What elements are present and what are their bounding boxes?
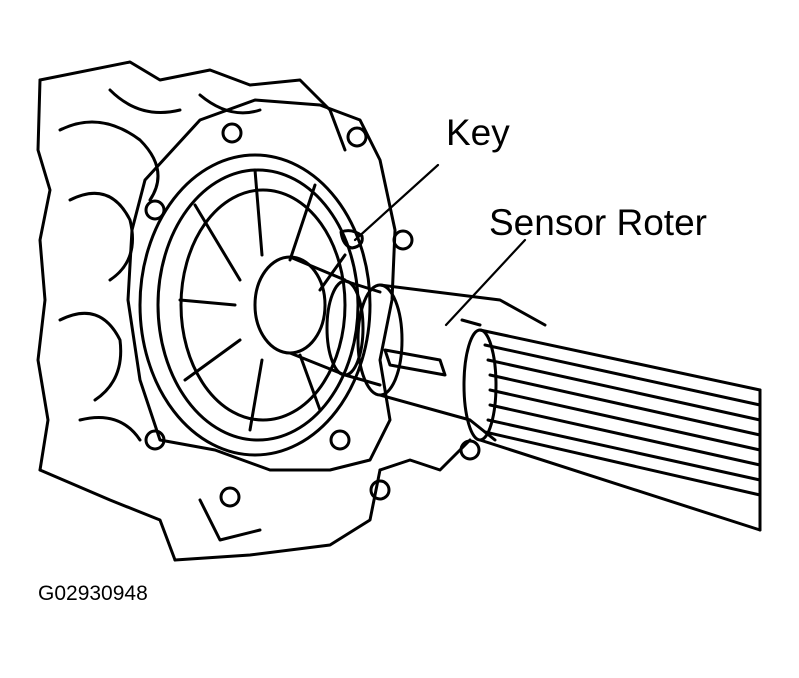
output-shaft: [253, 255, 382, 387]
sensor-roter-label: Sensor Roter: [489, 202, 707, 243]
sensor-roter-leader: [444, 238, 527, 327]
spline-shaft: [462, 328, 762, 532]
leader-lines: [353, 163, 527, 327]
retainer-rings: [138, 153, 372, 457]
flange-plate: [126, 98, 481, 508]
sensor-rotor: [356, 283, 547, 442]
key-part: [339, 229, 364, 250]
figure-code: G02930948: [38, 582, 148, 605]
key-label: Key: [446, 112, 510, 153]
key-leader: [353, 163, 440, 242]
transmission-case: [36, 60, 472, 562]
